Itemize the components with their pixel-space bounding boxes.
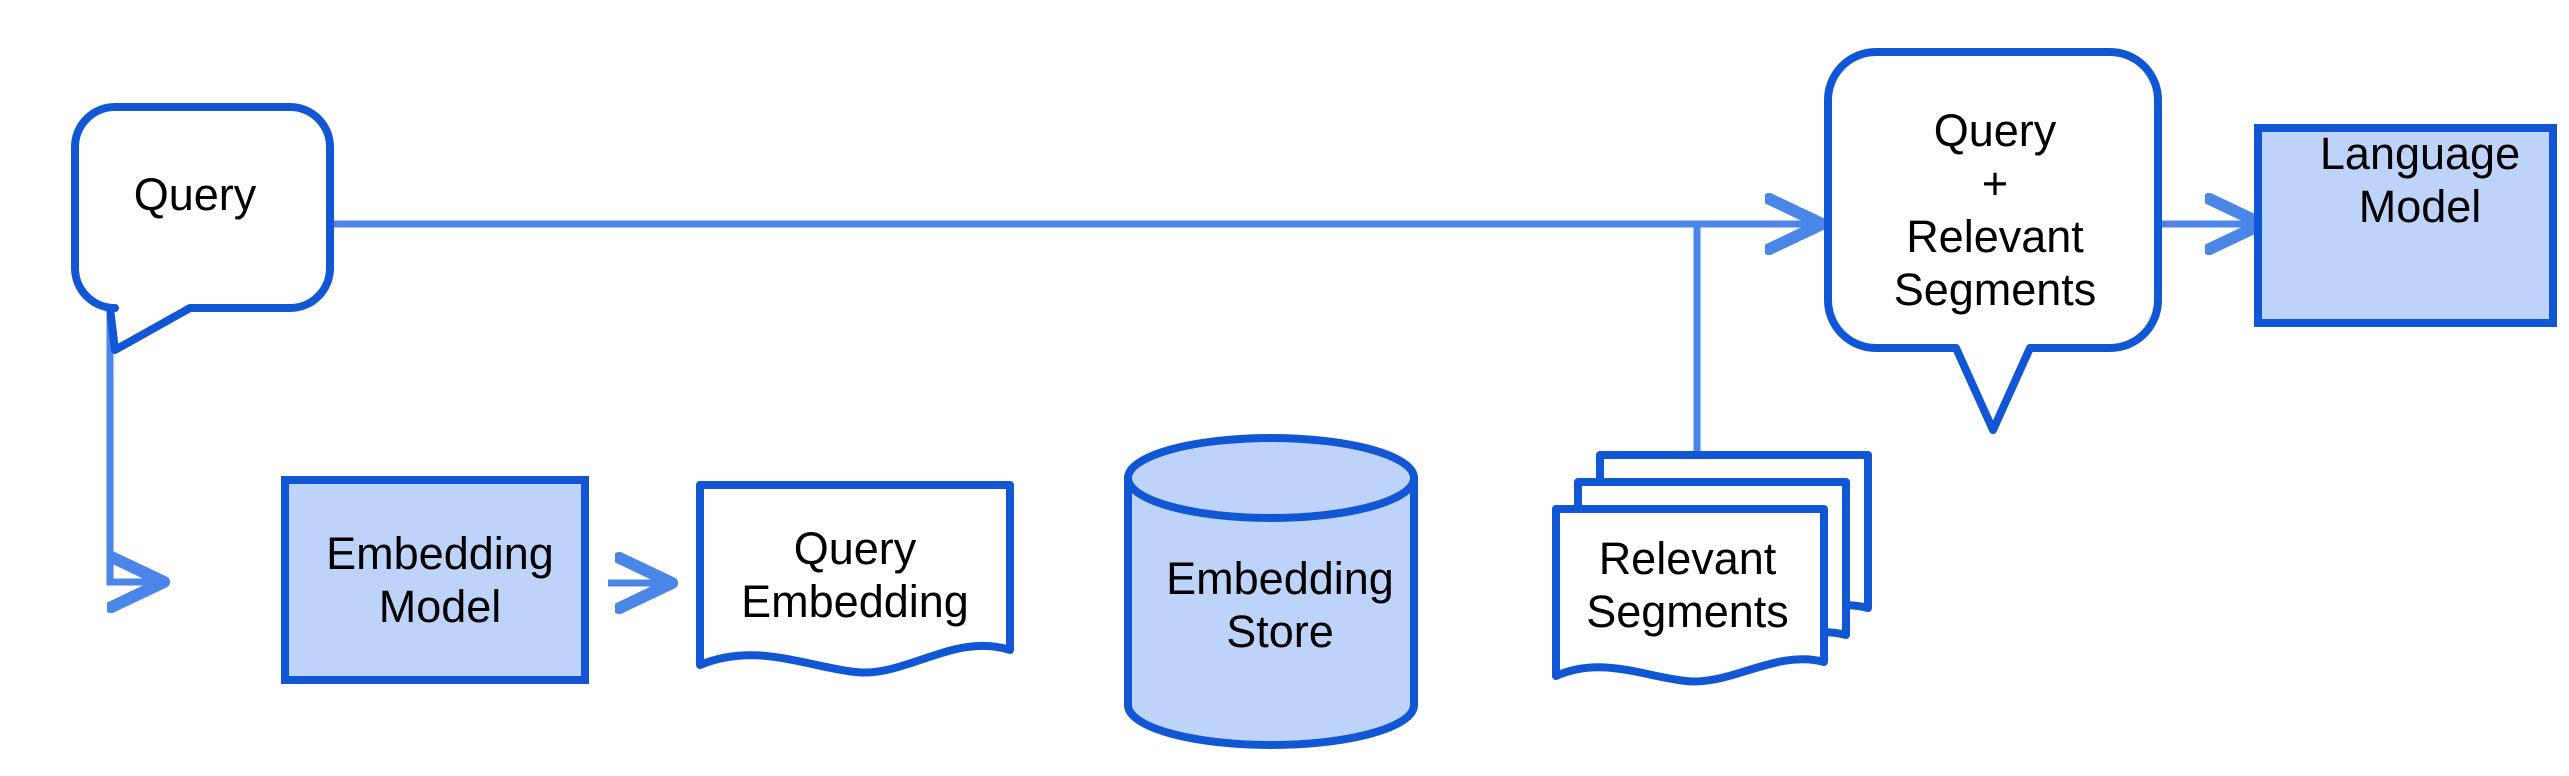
node-query-plus-segments[interactable] xyxy=(1824,48,2162,434)
node-embedding-store[interactable] xyxy=(1124,434,1418,749)
node-embedding-model[interactable] xyxy=(281,476,589,684)
node-query-embedding[interactable] xyxy=(696,481,1014,677)
node-query[interactable] xyxy=(71,103,334,354)
node-relevant-segments[interactable] xyxy=(1552,451,1872,686)
node-language-model[interactable] xyxy=(2254,124,2557,327)
